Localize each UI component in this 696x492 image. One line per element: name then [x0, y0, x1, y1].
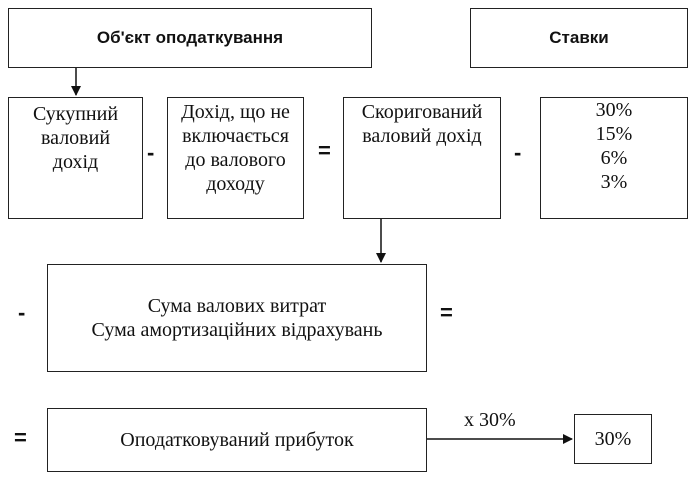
expenses-text: Сума валових витрат Сума амортизаційних …	[91, 294, 382, 342]
adjusted-gross-income-line-2: валовий дохід	[362, 125, 482, 147]
rates-box: 30% 15% 6% 3%	[540, 97, 688, 219]
total-gross-income-box: Сукупний валовий дохід	[8, 97, 143, 219]
rate-value: 3%	[600, 171, 628, 193]
result-value: 30%	[594, 428, 632, 450]
minus-operator-2: -	[514, 140, 522, 165]
rates-list: 30% 15% 6% 3%	[541, 98, 687, 194]
excluded-income-text: Дохід, що не включається до валового дох…	[168, 100, 303, 196]
excluded-income-line-3: до валового	[185, 149, 286, 171]
adjusted-gross-income-text: Скоригований валовий дохід	[344, 100, 500, 148]
rate-value: 6%	[600, 147, 628, 169]
adjusted-gross-income-box: Скоригований валовий дохід	[343, 97, 501, 219]
expenses-box: Сума валових витрат Сума амортизаційних …	[47, 264, 427, 372]
multiplier-label: х 30%	[464, 409, 516, 431]
rate-value: 30%	[595, 99, 633, 121]
adjusted-gross-income-line-1: Скоригований	[361, 101, 483, 123]
total-gross-income-line-3: дохід	[52, 151, 99, 173]
equals-operator-1: =	[318, 138, 331, 163]
minus-operator-3: -	[18, 300, 26, 325]
rates-header-box: Ставки	[470, 8, 688, 68]
result-box: 30%	[574, 414, 652, 464]
excluded-income-line-4: доходу	[206, 173, 265, 195]
total-gross-income-line-1: Сукупний	[32, 103, 119, 125]
total-gross-income-line-2: валовий	[40, 127, 111, 149]
rate-value: 15%	[595, 123, 633, 145]
tax-object-label: Об'єкт оподаткування	[96, 28, 284, 47]
minus-operator-1: -	[147, 140, 155, 165]
gross-expenses-line: Сума валових витрат	[147, 295, 327, 317]
rates-header-label: Ставки	[549, 28, 609, 47]
equals-operator-2: =	[440, 300, 453, 325]
taxable-profit-box: Оподатковуваний прибуток	[47, 408, 427, 472]
tax-object-box: Об'єкт оподаткування	[8, 8, 372, 68]
excluded-income-line-1: Дохід, що не	[181, 101, 290, 123]
excluded-income-box: Дохід, що не включається до валового дох…	[167, 97, 304, 219]
total-gross-income-text: Сукупний валовий дохід	[9, 102, 142, 174]
excluded-income-line-2: включається	[182, 125, 289, 147]
depreciation-line: Сума амортизаційних відрахувань	[91, 319, 383, 341]
taxable-profit-label: Оподатковуваний прибуток	[120, 429, 354, 451]
equals-operator-3: =	[14, 425, 27, 450]
